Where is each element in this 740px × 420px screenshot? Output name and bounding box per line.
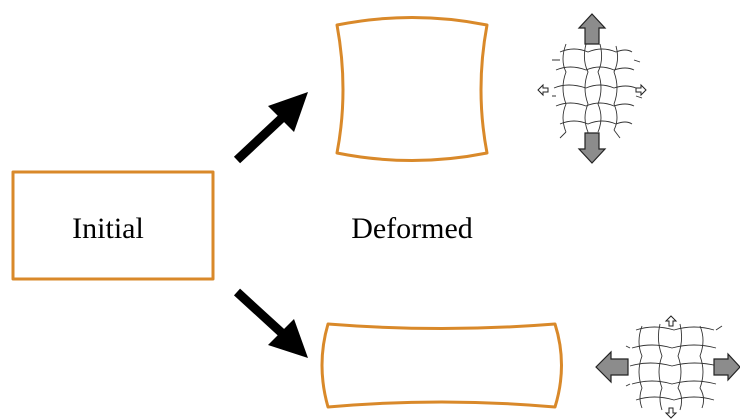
transition-arrow-down-icon	[233, 288, 308, 358]
force-arrow-up-small-icon	[664, 315, 678, 327]
cell-mesh-icon-horizontal	[595, 315, 740, 419]
force-arrow-right-big-icon	[713, 352, 740, 382]
deformed-shape-horizontal	[320, 322, 563, 409]
force-arrow-right-icon	[635, 83, 647, 97]
force-arrow-up-icon	[577, 13, 607, 45]
deformed-label: Deformed	[351, 212, 473, 245]
cell-mesh-icon-vertical	[537, 13, 647, 164]
force-arrow-down-icon	[577, 132, 607, 164]
transition-arrow-up-icon	[233, 92, 308, 164]
force-arrow-down-small-icon	[664, 407, 678, 419]
deformed-shape-vertical	[335, 16, 489, 162]
initial-shape	[11, 170, 215, 281]
initial-label: Initial	[72, 212, 144, 245]
force-arrow-left-big-icon	[595, 350, 629, 384]
force-arrow-left-icon	[537, 83, 549, 97]
